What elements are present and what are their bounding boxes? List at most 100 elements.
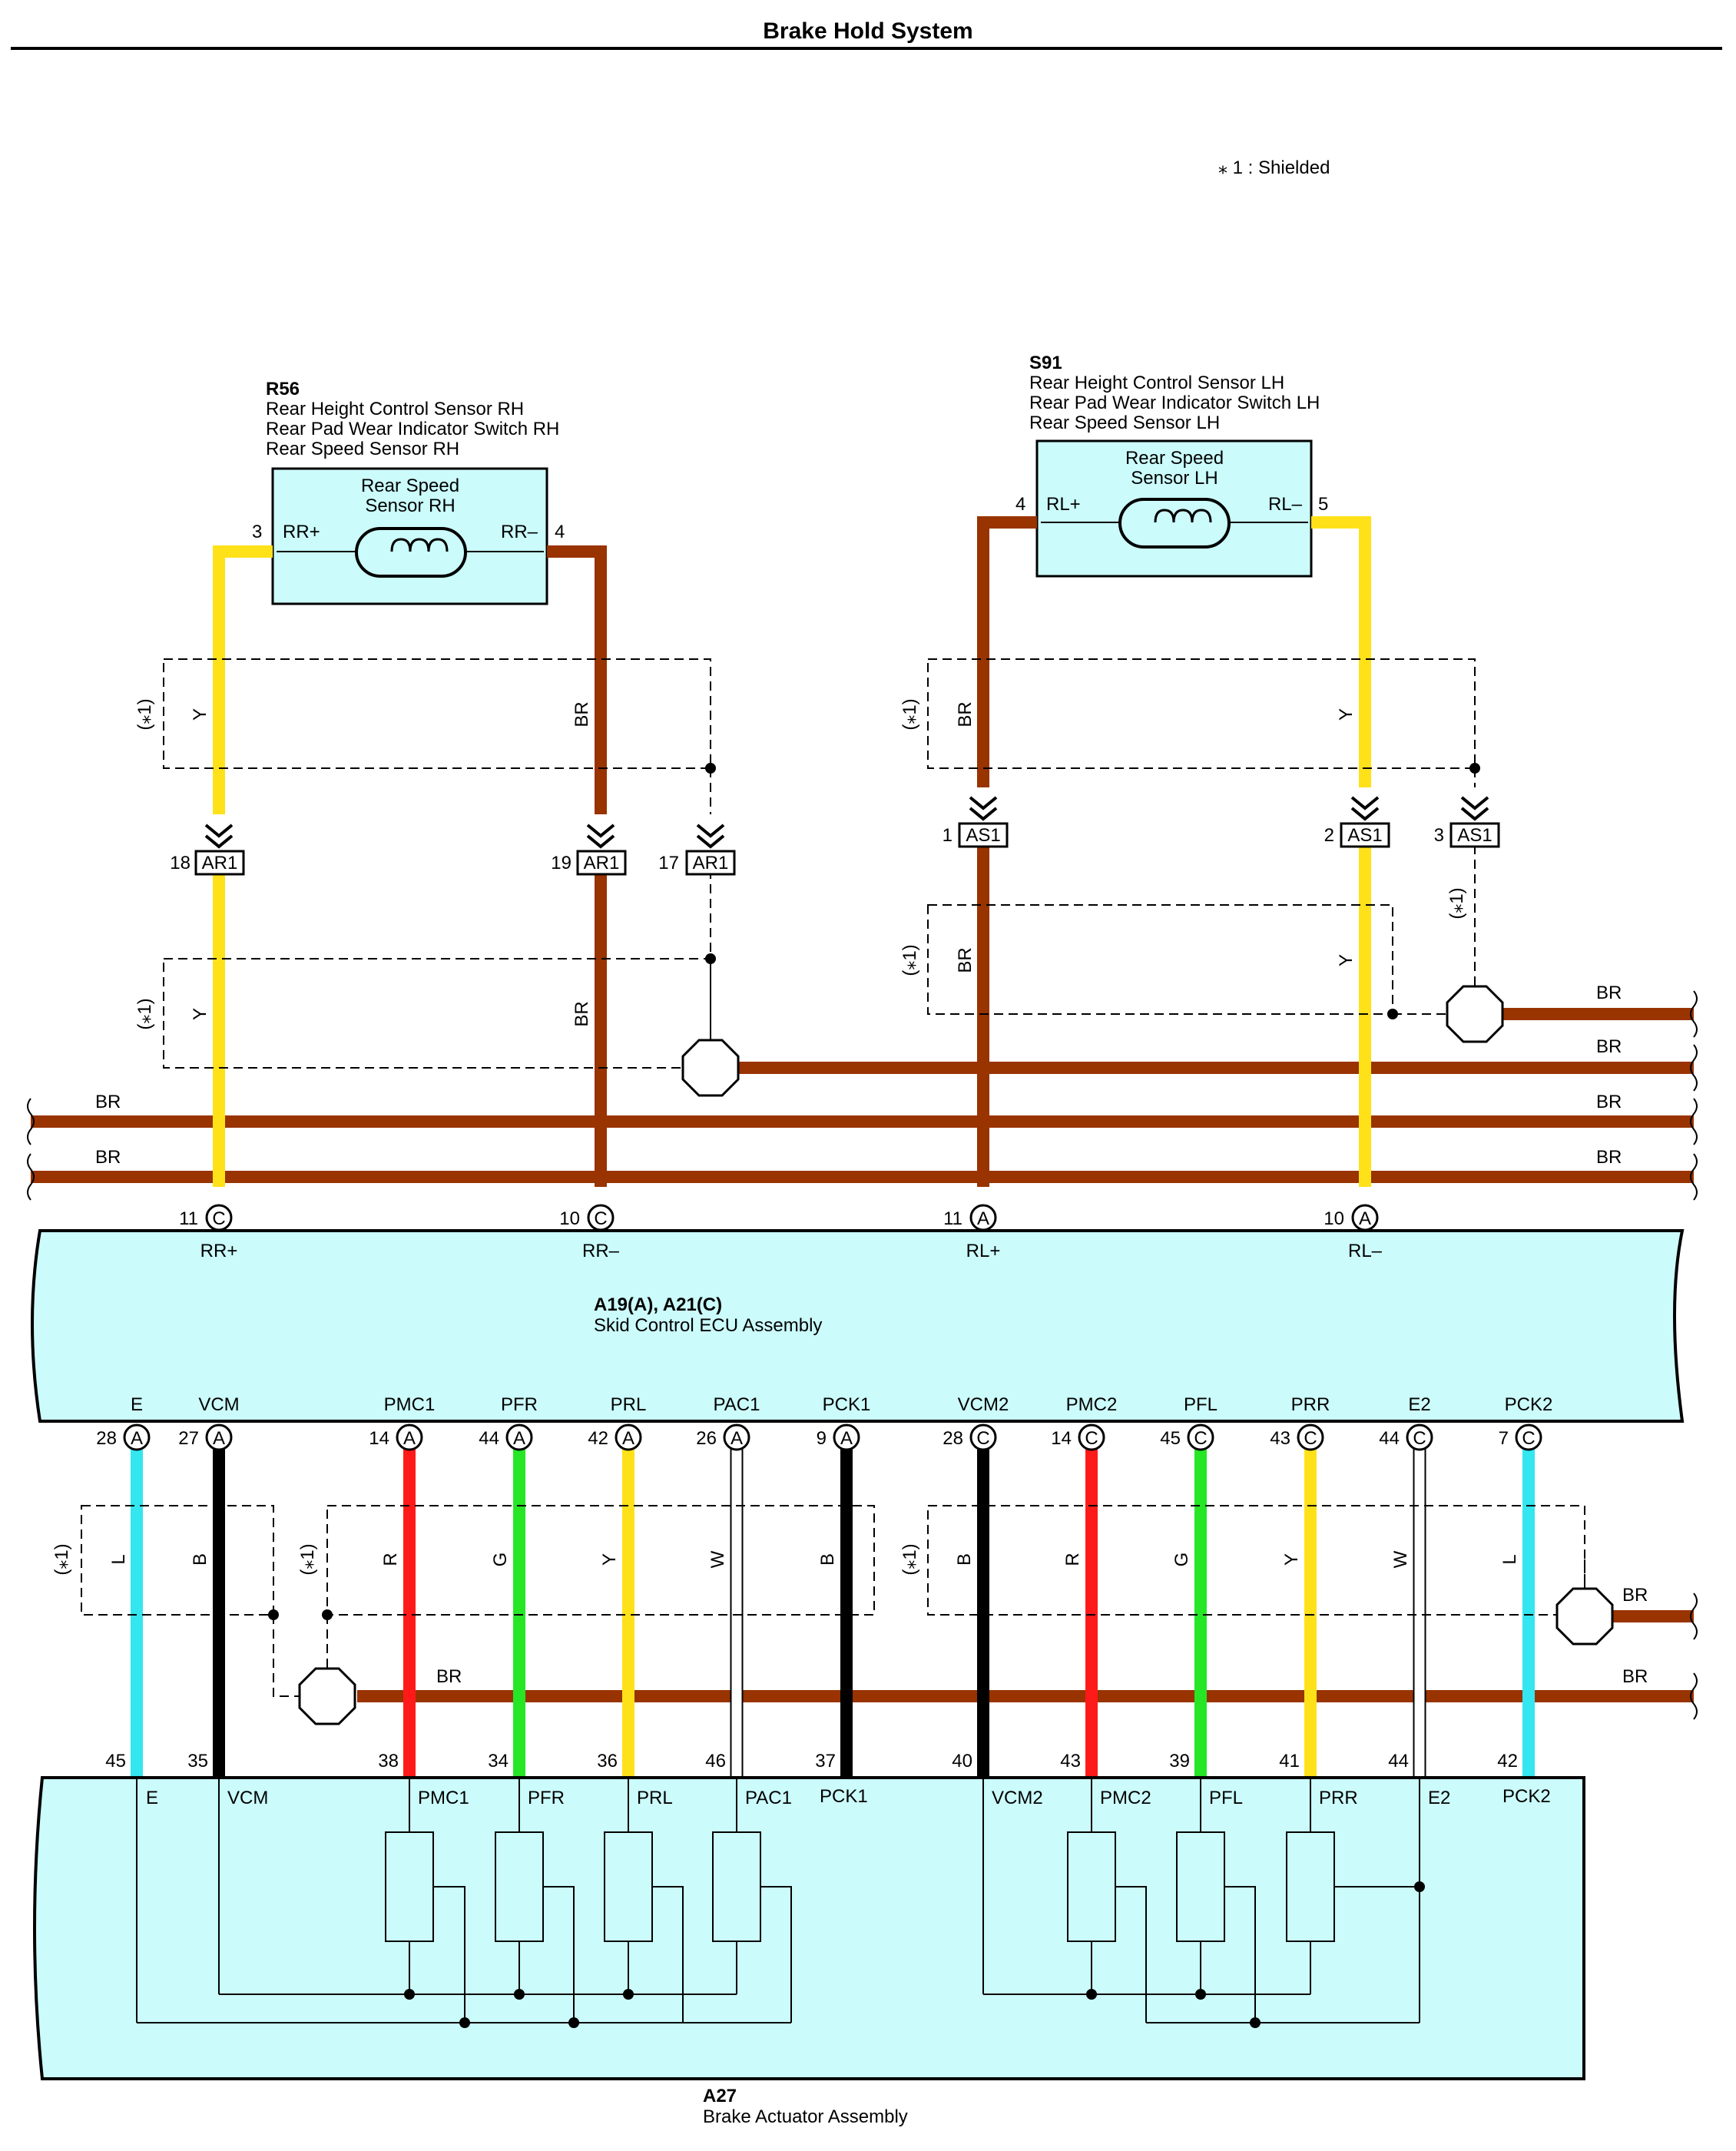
svg-text:27: 27: [178, 1428, 199, 1449]
svg-text:Y: Y: [1281, 1553, 1302, 1566]
component-s91: S91 Rear Height Control Sensor LH Rear P…: [1015, 353, 1328, 578]
svg-text:3: 3: [1434, 825, 1444, 846]
svg-text:Y: Y: [1336, 708, 1357, 721]
ground-point-rh: [681, 1039, 740, 1097]
svg-text:A: A: [213, 1428, 225, 1449]
svg-text:PRR: PRR: [1291, 1394, 1330, 1415]
svg-text:Sensor RH: Sensor RH: [365, 495, 455, 516]
svg-text:L: L: [1499, 1554, 1520, 1564]
svg-text:Rear Speed: Rear Speed: [361, 476, 459, 496]
svg-text:BR: BR: [955, 701, 976, 727]
lower-wires: [131, 1448, 1535, 1778]
svg-text:44: 44: [1379, 1428, 1400, 1449]
svg-text:(⁎1): (⁎1): [297, 1543, 318, 1575]
svg-text:R: R: [1062, 1553, 1083, 1566]
svg-text:Rear Speed: Rear Speed: [1125, 448, 1224, 469]
svg-text:45: 45: [1160, 1428, 1181, 1449]
svg-text:(⁎1): (⁎1): [1446, 887, 1467, 919]
svg-text:Rear Pad Wear Indicator Switch: Rear Pad Wear Indicator Switch LH: [1029, 393, 1320, 413]
svg-text:39: 39: [1169, 1751, 1190, 1772]
svg-text:BR: BR: [1596, 983, 1622, 1003]
svg-text:Y: Y: [1336, 954, 1357, 966]
svg-text:11: 11: [943, 1208, 962, 1229]
svg-text:4: 4: [555, 522, 565, 542]
r56-wires: [213, 545, 607, 1187]
svg-text:A: A: [131, 1428, 143, 1449]
svg-text:Sensor LH: Sensor LH: [1131, 468, 1218, 489]
svg-text:PMC1: PMC1: [384, 1394, 436, 1415]
svg-text:BR: BR: [1622, 1666, 1648, 1687]
svg-text:S91: S91: [1029, 353, 1062, 373]
svg-text:36: 36: [597, 1751, 618, 1772]
svg-text:E2: E2: [1428, 1788, 1450, 1808]
s91-shields: (⁎1) (⁎1) (⁎1) BR Y BR Y: [899, 658, 1480, 1019]
svg-text:BR: BR: [571, 701, 592, 727]
svg-text:PAC1: PAC1: [745, 1788, 792, 1808]
svg-text:(⁎1): (⁎1): [134, 698, 155, 730]
svg-text:C: C: [1522, 1428, 1535, 1449]
svg-text:44: 44: [1388, 1751, 1409, 1772]
svg-text:C: C: [1085, 1428, 1098, 1449]
svg-text:B: B: [954, 1553, 975, 1566]
svg-text:RR–: RR–: [501, 522, 538, 542]
br-bus-wires: [31, 1008, 1694, 1702]
svg-text:C: C: [1413, 1428, 1426, 1449]
svg-text:BR: BR: [571, 1001, 592, 1026]
wire-break-marks: [27, 990, 1698, 1720]
svg-text:A: A: [977, 1208, 989, 1229]
svg-text:RL–: RL–: [1268, 494, 1303, 515]
svg-text:VCM2: VCM2: [992, 1788, 1043, 1808]
svg-text:A: A: [1359, 1208, 1371, 1229]
a27-pin-names: E VCM PMC1 PFR PRL PAC1 PCK1 VCM2 PMC2 P…: [146, 1786, 1551, 1808]
svg-text:Rear Height Control Sensor LH: Rear Height Control Sensor LH: [1029, 373, 1284, 393]
svg-text:PCK2: PCK2: [1502, 1786, 1551, 1807]
svg-text:Rear Speed Sensor RH: Rear Speed Sensor RH: [266, 439, 459, 459]
svg-text:PFR: PFR: [528, 1788, 565, 1808]
r56-shields: (⁎1) (⁎1) Y BR Y BR: [134, 658, 716, 1069]
svg-text:(⁎1): (⁎1): [51, 1543, 72, 1575]
page-title: Brake Hold System: [763, 18, 972, 44]
svg-text:BR: BR: [95, 1147, 121, 1168]
svg-text:PMC1: PMC1: [418, 1788, 469, 1808]
svg-text:C: C: [1304, 1428, 1317, 1449]
svg-text:AS1: AS1: [1347, 825, 1382, 846]
svg-text:PRL: PRL: [637, 1788, 673, 1808]
ground-point-lh: [1446, 985, 1504, 1043]
svg-text:AS1: AS1: [1457, 825, 1492, 846]
svg-text:R: R: [380, 1553, 401, 1566]
connector-ar1: AR1 18 AR1 19 AR1 17: [170, 824, 736, 876]
svg-text:B: B: [190, 1553, 210, 1566]
svg-text:AS1: AS1: [966, 825, 1000, 846]
svg-text:G: G: [490, 1553, 511, 1567]
svg-text:46: 46: [705, 1751, 726, 1772]
svg-text:35: 35: [187, 1751, 208, 1772]
component-r56: R56 Rear Height Control Sensor RH Rear P…: [252, 379, 565, 605]
s91-wires: [977, 516, 1371, 1187]
svg-text:28: 28: [943, 1428, 963, 1449]
svg-text:RR+: RR+: [283, 522, 320, 542]
svg-text:BR: BR: [1596, 1092, 1622, 1112]
svg-text:1: 1: [943, 825, 952, 846]
svg-text:RL+: RL+: [966, 1241, 1001, 1261]
svg-text:C: C: [212, 1208, 225, 1229]
svg-text:(⁎1): (⁎1): [899, 698, 920, 730]
ecu-top-pins: C 11 RR+ C 10 RR– A 11 RL+ A 10 RL–: [179, 1204, 1383, 1261]
svg-text:PFL: PFL: [1209, 1788, 1243, 1808]
svg-text:AR1: AR1: [584, 853, 620, 873]
a27-pin-numbers: 45 35 38 34 36 46 37 40 43 39 41 44 42: [105, 1751, 1518, 1772]
svg-text:B: B: [817, 1553, 838, 1566]
ground-point-lower-left: [298, 1667, 356, 1725]
svg-text:(⁎1): (⁎1): [899, 944, 920, 976]
svg-text:43: 43: [1060, 1751, 1081, 1772]
svg-text:BR: BR: [955, 947, 976, 973]
svg-text:40: 40: [952, 1751, 972, 1772]
svg-text:11: 11: [179, 1208, 198, 1229]
svg-text:BR: BR: [436, 1666, 462, 1687]
svg-text:VCM2: VCM2: [958, 1394, 1009, 1415]
svg-text:E: E: [131, 1394, 143, 1415]
svg-text:PMC2: PMC2: [1066, 1394, 1118, 1415]
svg-text:5: 5: [1318, 494, 1328, 515]
svg-text:28: 28: [96, 1428, 117, 1449]
lower-shields: (⁎1) (⁎1) (⁎1): [51, 1505, 1614, 1725]
